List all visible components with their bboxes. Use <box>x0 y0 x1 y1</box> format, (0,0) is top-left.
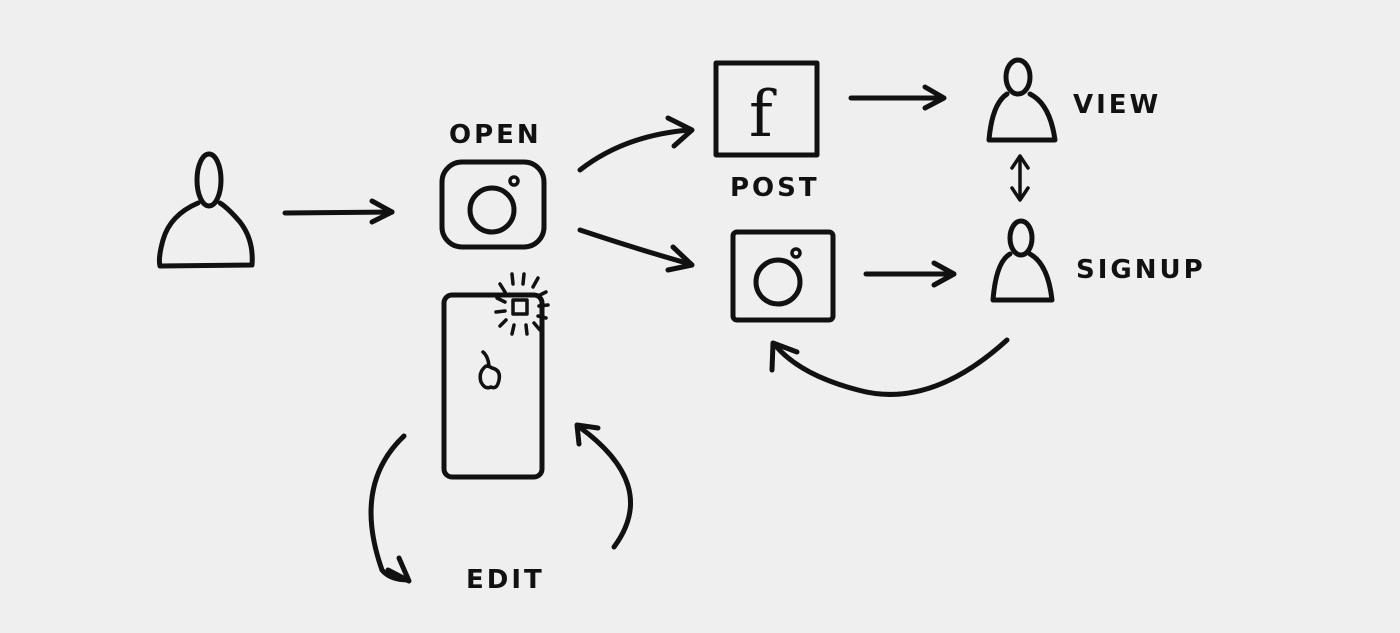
facebook-icon: f <box>713 60 820 158</box>
post-label: POST <box>730 173 820 203</box>
edit-loop-left-arrow <box>368 433 412 584</box>
view-user-icon <box>986 57 1058 143</box>
arrow-post-to-view <box>848 84 947 111</box>
edit-loop-right-arrow <box>574 422 633 550</box>
arrow-open-to-instagram <box>577 227 695 273</box>
facebook-letter: f <box>749 78 777 152</box>
arrow-open-to-post <box>577 115 695 173</box>
arrow-user-to-open <box>282 198 395 225</box>
double-arrow-view-signup <box>1010 154 1030 202</box>
arrow-signup-to-instagram <box>769 337 1010 397</box>
user-icon <box>156 151 255 269</box>
instagram-open-icon <box>439 159 547 250</box>
edit-label: EDIT <box>466 565 545 595</box>
arrow-instagram-to-signup <box>863 260 957 288</box>
instagram-signup-icon <box>730 229 836 323</box>
signup-label: SIGNUP <box>1076 255 1206 285</box>
signup-user-icon <box>990 218 1055 303</box>
view-label: VIEW <box>1073 90 1161 120</box>
open-label: OPEN <box>449 120 542 150</box>
phone-icon <box>441 272 550 480</box>
